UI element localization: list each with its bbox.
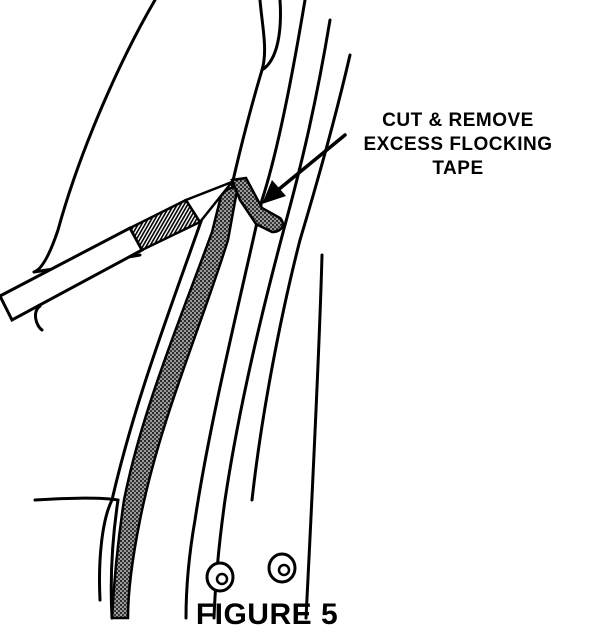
door-pillar-lines (184, 0, 352, 620)
utility-knife-icon (0, 179, 236, 332)
callout-line-1: CUT & REMOVE (382, 110, 534, 131)
window-frame (230, 0, 282, 187)
flocking-tape (110, 182, 240, 620)
callout-line-2: EXCESS FLOCKING (363, 134, 552, 155)
door-panel-outline (32, 0, 207, 620)
round-fastener-icon (205, 552, 297, 593)
figure-caption: FIGURE 5 (196, 598, 338, 631)
callout-arrow (262, 133, 347, 204)
callout-label: CUT & REMOVE EXCESS FLOCKING TAPE (363, 110, 552, 179)
excess-tape-flap (230, 176, 284, 234)
callout-line-3: TAPE (432, 158, 483, 179)
